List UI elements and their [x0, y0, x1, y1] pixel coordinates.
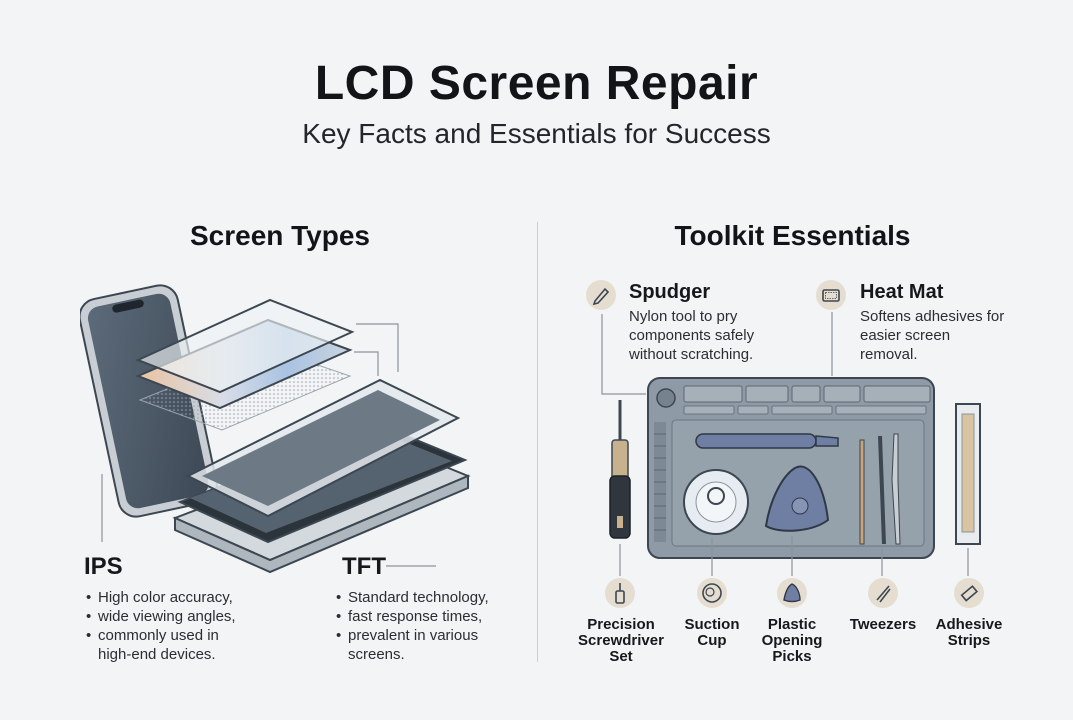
- ips-bullet-2: •wide viewing angles,: [86, 608, 236, 625]
- spudger-description: Nylon tool to pry components safely with…: [629, 308, 755, 363]
- suction-cup-icon: [697, 578, 727, 608]
- toolkit-heading: Toolkit Essentials: [674, 220, 911, 251]
- heat-mat-title: Heat Mat: [860, 281, 944, 303]
- tft-bullet-3-cont: screens.: [348, 646, 405, 663]
- tweezers-label: Tweezers: [849, 616, 917, 633]
- mat-icon: [816, 280, 846, 310]
- screwdriver-icon: [605, 578, 635, 608]
- pen-icon: [586, 280, 616, 310]
- ips-bullet-3-cont: high-end devices.: [98, 646, 216, 663]
- adhesive-strip-tool: [955, 403, 981, 545]
- adhesive-strip-icon: [954, 578, 984, 608]
- ips-bullet-1: •High color accuracy,: [86, 589, 233, 606]
- page-subtitle: Key Facts and Essentials for Success: [302, 118, 771, 149]
- adhesive-strips-label: Adhesive Strips: [935, 616, 1003, 649]
- screwdriver-tool: [609, 400, 631, 539]
- ips-bullet-3: •commonly used in: [86, 627, 219, 644]
- ips-title: IPS: [84, 553, 123, 580]
- top-glass-layer: [135, 298, 355, 394]
- spudger-tool: [695, 433, 839, 449]
- heat-mat-description: Softens adhesives for easier screen remo…: [860, 308, 1005, 363]
- tft-title: TFT: [342, 553, 386, 580]
- screwdriver-label: Precision Screwdriver Set: [578, 616, 664, 665]
- picks-label: Plastic Opening Picks: [761, 616, 823, 665]
- tft-bullets: •Standard technology, •fast response tim…: [334, 588, 534, 664]
- pick-icon: [777, 578, 807, 608]
- suction-cup-tool: [683, 469, 749, 535]
- section-divider: [537, 222, 538, 662]
- screen-layers-illustration: [80, 284, 471, 574]
- tft-bullet-3: •prevalent in various: [336, 627, 479, 644]
- tft-bullet-1: •Standard technology,: [336, 589, 489, 606]
- spudger-title: Spudger: [629, 281, 711, 303]
- tweezers-icon: [868, 578, 898, 608]
- suction-cup-label: Suction Cup: [684, 616, 740, 649]
- ips-bullets: •High color accuracy, •wide viewing angl…: [84, 588, 284, 664]
- glass-plate: [185, 378, 461, 518]
- screen-types-heading: Screen Types: [189, 220, 371, 251]
- tft-bullet-2: •fast response times,: [336, 608, 483, 625]
- page-title: LCD Screen Repair: [314, 57, 759, 110]
- tweezers-tool: [859, 433, 901, 545]
- toolkit-illustration: [601, 312, 981, 576]
